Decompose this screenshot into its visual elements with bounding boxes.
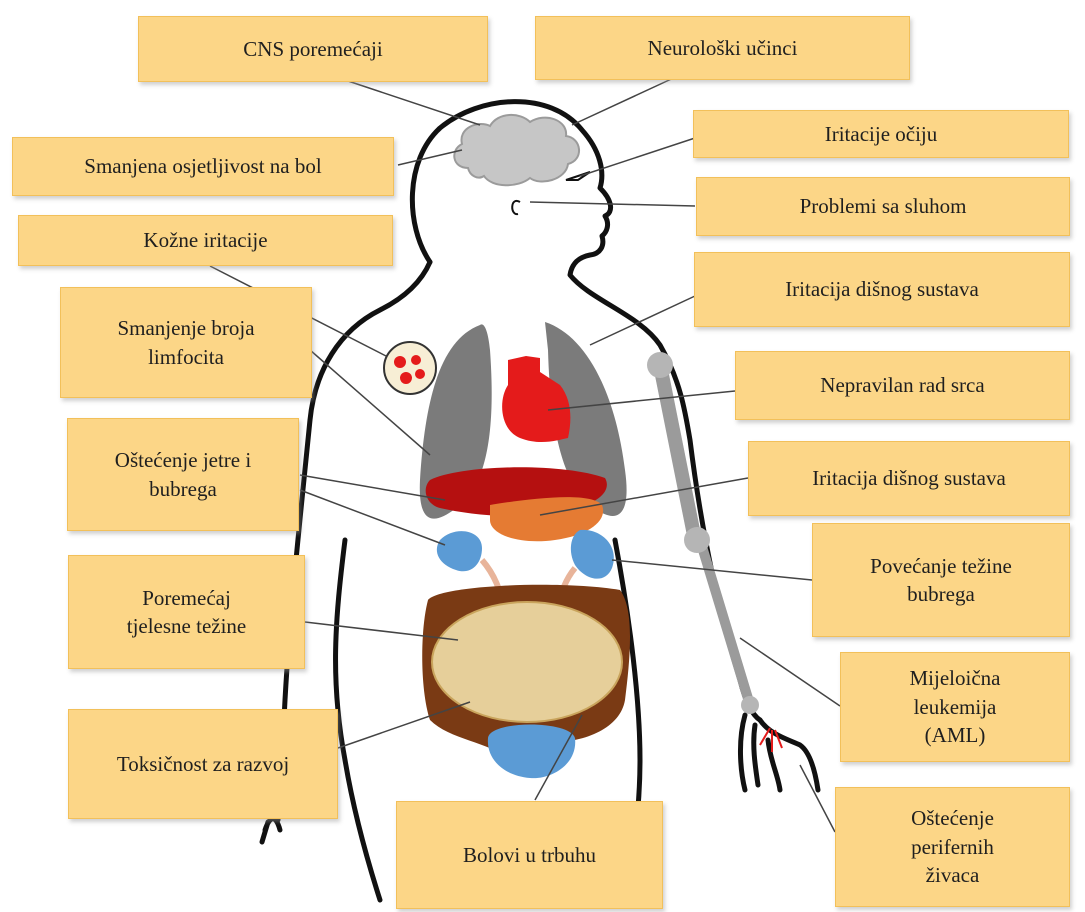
label-myeloid-leukemia: Mijeloična leukemija (AML) (840, 652, 1070, 762)
label-cns-disorders: CNS poremećaji (138, 16, 488, 82)
small-intestine (432, 602, 622, 722)
ear (512, 201, 520, 214)
left-kidney (437, 531, 482, 571)
label-respiratory-irritation-1: Iritacija dišnog sustava (694, 252, 1070, 327)
label-hearing-problems: Problemi sa sluhom (696, 177, 1070, 236)
label-kidney-weight-increase: Povećanje težine bubrega (812, 523, 1070, 637)
label-liver-kidney-damage: Oštećenje jetre i bubrega (67, 418, 299, 531)
label-neurological-effects: Neurološki učinci (535, 16, 910, 80)
label-irregular-heartbeat: Nepravilan rad srca (735, 351, 1070, 420)
brain (454, 115, 579, 185)
right-kidney (571, 530, 614, 579)
lymphocyte-cell (384, 342, 436, 394)
label-reduced-lymphocytes: Smanjenje broja limfocita (60, 287, 312, 398)
nerve-marks (760, 728, 782, 752)
label-body-weight-disorder: Poremećaj tjelesne težine (68, 555, 305, 669)
label-peripheral-nerve-damage: Oštećenje perifernih živaca (835, 787, 1070, 907)
label-skin-irritation: Kožne iritacije (18, 215, 393, 266)
label-eye-irritation: Iritacije očiju (693, 110, 1069, 158)
label-developmental-toxicity: Toksičnost za razvoj (68, 709, 338, 819)
label-respiratory-irritation-2: Iritacija dišnog sustava (748, 441, 1070, 516)
label-abdominal-pain: Bolovi u trbuhu (396, 801, 663, 909)
label-reduced-pain-sensitivity: Smanjena osjetljivost na bol (12, 137, 394, 196)
